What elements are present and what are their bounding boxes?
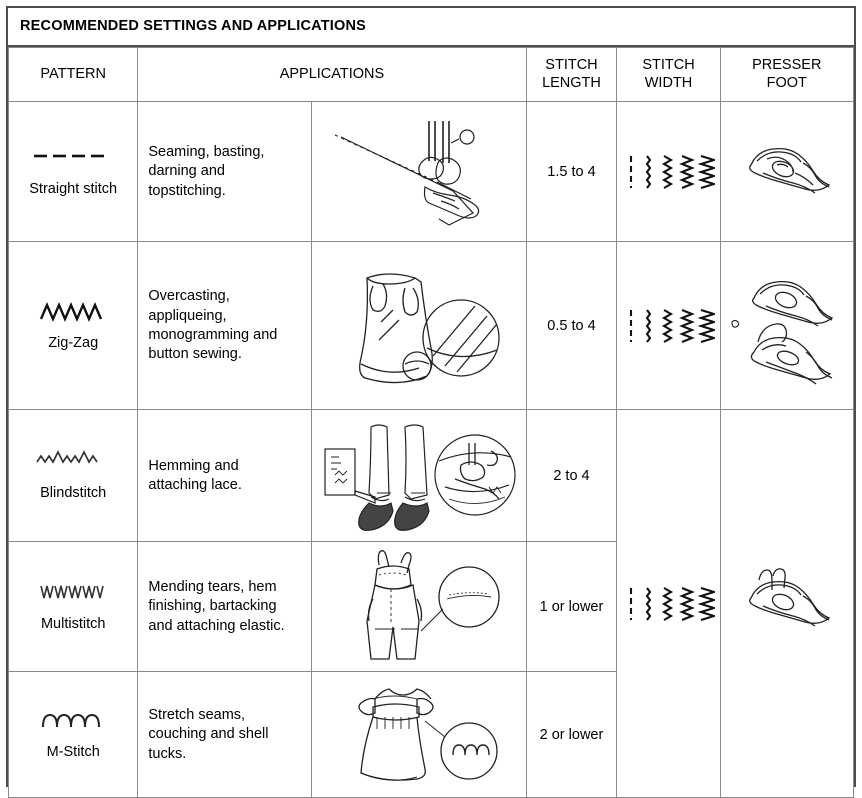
pattern-label: Zig-Zag	[48, 335, 99, 352]
stitch-length-cell: 1.5 to 4	[525, 101, 618, 243]
column-header-presser-foot: PRESSER FOOT	[719, 46, 855, 103]
pattern-label: Straight stitch	[29, 181, 118, 198]
zigzag-stitch-glyph	[13, 300, 133, 326]
stitch-length-cell: 2 or lower	[525, 671, 618, 798]
m-stitch-glyph	[13, 709, 133, 735]
column-header-pattern: PATTERN	[7, 46, 139, 103]
column-header-applications: APPLICATIONS	[137, 46, 527, 103]
stitch-width-scale-glyph	[623, 586, 715, 621]
presser-foot-cell-merged	[719, 409, 855, 798]
pattern-cell: Blindstitch	[7, 409, 139, 543]
stitch-width-cell-merged	[616, 409, 721, 798]
illustration-cell	[311, 409, 527, 543]
all-purpose-presser-foot-illustration	[733, 568, 841, 627]
table-row: Multistitch Mending tears, hem finishing…	[7, 541, 854, 673]
page-title: RECOMMENDED SETTINGS AND APPLICATIONS	[20, 18, 367, 34]
illustration-cell	[311, 241, 527, 411]
applications-cell: Seaming, basting, darning and topstitchi…	[137, 101, 313, 243]
pattern-label: M-Stitch	[46, 744, 100, 761]
pattern-cell: M-Stitch	[7, 671, 139, 798]
presser-foot-line-1: PRESSER	[752, 57, 822, 73]
settings-table: PATTERN APPLICATIONS STITCH LENGTH STITC…	[7, 46, 855, 798]
straight-stitch-glyph	[13, 146, 133, 172]
presser-foot-line-2: FOOT	[766, 74, 807, 91]
recommended-settings-panel: RECOMMENDED SETTINGS AND APPLICATIONS PA…	[6, 6, 856, 798]
multistitch-glyph	[13, 581, 133, 607]
applications-cell: Stretch seams, couching and shell tucks.	[137, 671, 313, 798]
childs-dress-shell-tucks-illustration	[321, 688, 517, 781]
illustration-cell	[311, 541, 527, 673]
stitch-width-line-1: STITCH	[642, 57, 695, 73]
applications-cell: Overcasting, appliqueing, monogramming a…	[137, 241, 313, 411]
stitch-width-cell	[616, 241, 721, 411]
table-header-row: PATTERN APPLICATIONS STITCH LENGTH STITC…	[7, 46, 855, 103]
two-presser-feet-illustration	[728, 280, 846, 385]
pattern-cell: Multistitch	[7, 541, 139, 673]
stitch-width-cell	[616, 101, 721, 243]
table-row: M-Stitch Stretch seams, couching and she…	[7, 671, 854, 798]
all-purpose-presser-foot-illustration	[733, 147, 841, 194]
needle-sewing-straight-seam-illustration	[321, 120, 517, 226]
overalls-mending-illustration	[321, 549, 517, 660]
stitch-width-line-2: WIDTH	[644, 74, 693, 91]
presser-foot-cell	[719, 101, 855, 243]
panel-title-bar: RECOMMENDED SETTINGS AND APPLICATIONS	[8, 8, 854, 47]
illustration-cell	[311, 101, 527, 243]
pattern-cell: Zig-Zag	[7, 241, 139, 411]
stitch-length-cell: 0.5 to 4	[525, 241, 618, 411]
stitch-length-cell: 2 to 4	[525, 409, 618, 543]
applications-cell: Mending tears, hem finishing, bartacking…	[137, 541, 313, 673]
pattern-cell: Straight stitch	[7, 101, 139, 243]
skirt-with-appliqued-detail-illustration	[321, 273, 517, 384]
applications-cell: Hemming and attaching lace.	[137, 409, 313, 543]
trousers-hem-blindstitch-illustration	[319, 424, 519, 531]
stitch-length-line-1: STITCH	[545, 57, 598, 73]
stitch-length-cell: 1 or lower	[525, 541, 618, 673]
pattern-label: Multistitch	[40, 616, 106, 633]
column-header-stitch-width: STITCH WIDTH	[616, 46, 721, 103]
table-row: Zig-Zag Overcasting, appliqueing, monogr…	[7, 241, 855, 411]
blindstitch-glyph	[13, 450, 133, 476]
presser-foot-cell	[719, 241, 855, 411]
stitch-width-scale-glyph	[623, 154, 715, 189]
stitch-length-line-2: LENGTH	[542, 74, 601, 91]
table-row: Blindstitch Hemming and attaching lace.	[7, 409, 855, 798]
table-row: Straight stitch Seaming, basting, darnin…	[7, 101, 855, 243]
stitch-width-scale-glyph	[623, 308, 715, 343]
column-header-stitch-length: STITCH LENGTH	[525, 46, 618, 103]
pattern-label: Blindstitch	[40, 485, 107, 502]
illustration-cell	[311, 671, 527, 798]
